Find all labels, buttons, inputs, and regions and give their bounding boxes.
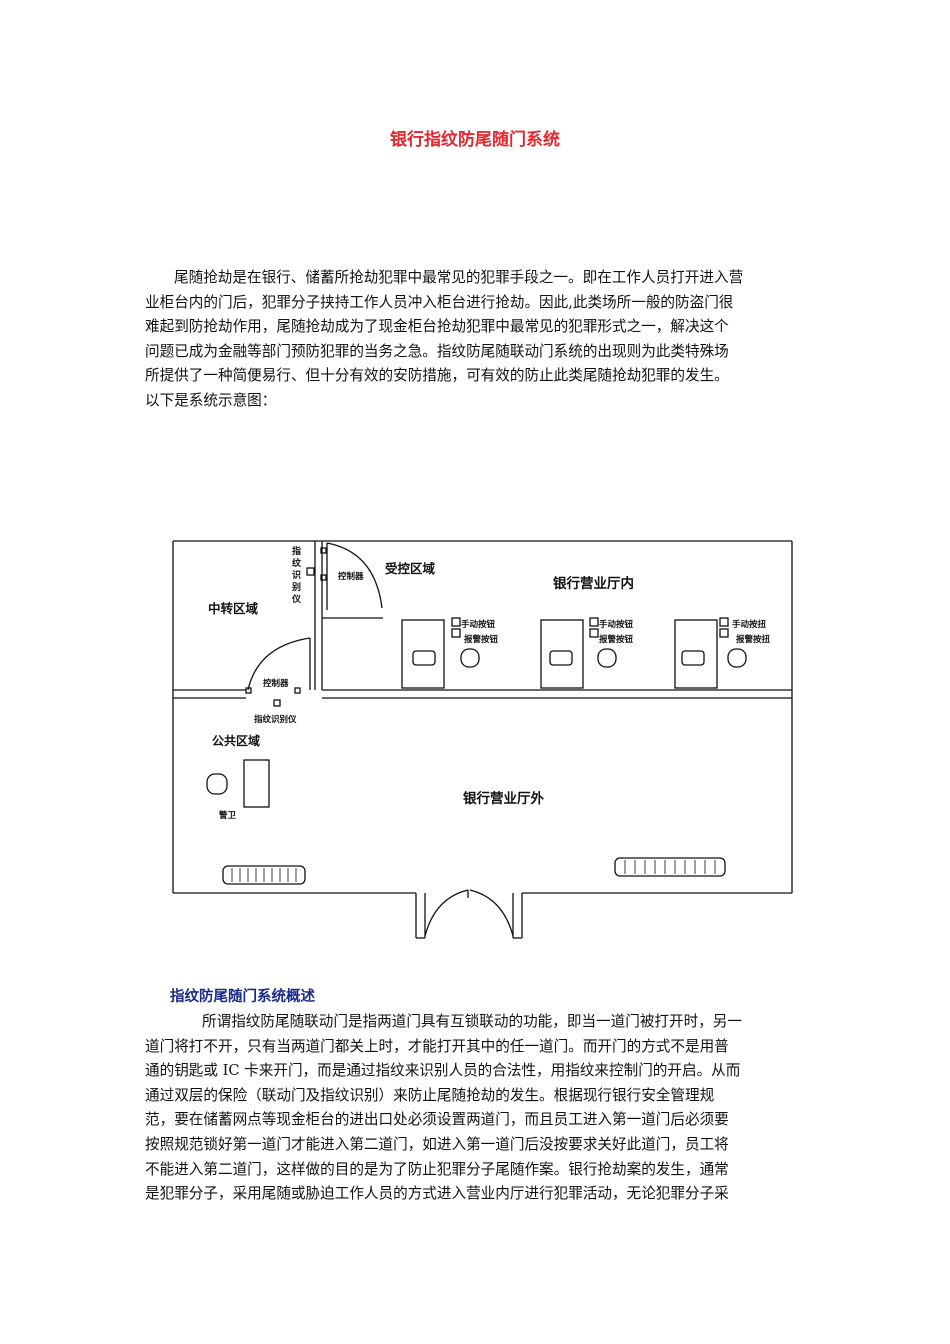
text-line: 通的钥匙或 IC 卡来开门，而是通过指纹来识别人员的合法性，用指纹来控制门的开启… [145,1062,741,1080]
fp-reader-char: 仪 [291,594,302,605]
hall-outside-label: 银行营业厅外 [463,790,544,807]
counter-button-label: 手动按钮 [599,619,634,630]
controller-label-top: 控制器 [338,571,364,582]
text-line: 不能进入第二道门，这样做的目的是为了防止犯罪分子尾随作案。银行抢劫案的发生，通常 [145,1160,729,1178]
text-line: 所提供了一种简便易行、但十分有效的安防措施，可有效的防止此类尾随抢劫犯罪的发生。 [145,367,729,385]
counter-alarm-label: 报警按钮 [599,634,634,645]
fp-reader-label-bottom: 指纹识别仪 [254,714,297,725]
text-line: 范，要在储蓄网点等现金柜台的进出口处必须设置两道门，而且员工进入第一道门后必须要 [145,1111,729,1129]
text-line: 按照规范锁好第一道门才能进入第二道门，如进入第一道门后没按要求关好此道门，员工将 [145,1135,729,1153]
zone-transfer-label: 中转区域 [208,601,259,616]
fp-reader-char: 纹 [292,557,302,569]
intro-paragraph: 尾随抢劫是在银行、储蓄所抢劫犯罪中最常见的犯罪手段之一。即在工作人员打开进入营 … [145,266,805,414]
counter-button-label: 手动按扭 [732,619,767,630]
text-line: 是犯罪分子，采用尾随或胁迫工作人员的方式进入营业内厅进行犯罪活动，无论犯罪分子采 [145,1185,729,1203]
text-line: 以下是系统示意图： [145,391,277,409]
zone-public-label: 公共区域 [212,733,260,748]
counter-alarm-label: 报警按扭 [736,634,771,645]
section-heading: 指纹防尾随门系统概述 [170,989,315,1005]
section-paragraph: 所谓指纹防尾随联动门是指两道门具有互锁联动的功能，即当一道门被打开时，另一 道门… [145,1010,795,1207]
document-title: 银行指纹防尾随门系统 [390,130,560,150]
zone-controlled-label: 受控区域 [385,561,436,576]
fp-reader-char: 识 [292,569,301,581]
text-line: 难起到防抢劫作用，尾随抢劫成为了现金柜台抢劫犯罪中最常见的犯罪形式之一，解决这个 [145,318,729,336]
text-line: 业柜台内的门后，犯罪分子挟持工作人员冲入柜台进行抢劫。因此,此类场所一般的防盗门… [145,293,734,311]
controller-label-bottom: 控制器 [263,678,289,689]
fp-reader-char: 指 [292,545,301,557]
guard-label: 警卫 [219,810,237,821]
text-line: 所谓指纹防尾随联动门是指两道门具有互锁联动的功能，即当一道门被打开时，另一 [202,1013,742,1030]
floor-plan-diagram: 中转区域 受控区域 银行营业厅内 银行营业厅外 公共区域 指 纹 识 别 仪 控… [172,540,793,939]
hall-inside-label: 银行营业厅内 [553,575,634,592]
fp-reader-char: 别 [291,581,301,593]
counter-button-label: 手动按钮 [461,619,496,630]
counter-alarm-label: 报警按钮 [464,634,499,645]
text-line: 尾随抢劫是在银行、储蓄所抢劫犯罪中最常见的犯罪手段之一。即在工作人员打开进入营 [174,269,744,286]
text-line: 道门将打不开，只有当两道门都关上时，才能打开其中的任一道门。而开门的方式不是用普 [145,1037,729,1055]
text-line: 通过双层的保险（联动门及指纹识别）来防止尾随抢劫的发生。根据现行银行安全管理规 [145,1086,715,1104]
text-line: 问题已成为金融等部门预防犯罪的当务之急。指纹防尾随联动门系统的出现则为此类特殊场 [145,342,729,360]
